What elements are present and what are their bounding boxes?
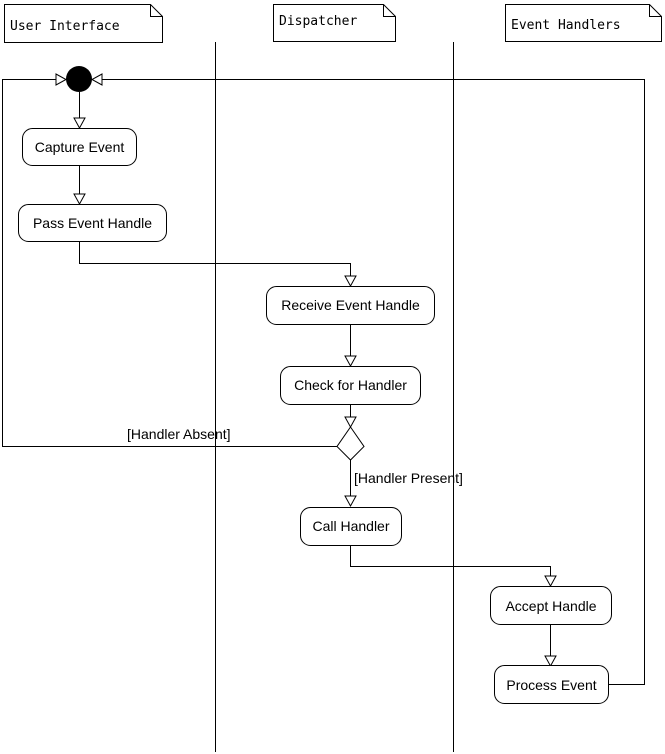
activity-capture-event-label: Capture Event (35, 139, 125, 155)
activity-accept-handle: Accept Handle (490, 586, 612, 625)
decision-node (336, 426, 365, 461)
edge-handler-absent-loop (2, 79, 337, 447)
edge-process-to-start-loop (102, 79, 645, 685)
activity-call-handler-label: Call Handler (312, 518, 389, 534)
activity-receive-event-handle: Receive Event Handle (266, 286, 435, 325)
edge-capture-to-pass-arrowhead (73, 193, 86, 206)
activity-pass-event-handle: Pass Event Handle (18, 204, 167, 242)
guard-handler-absent: [Handler Absent] (127, 426, 231, 442)
edge-accept-to-process-arrowhead (544, 655, 557, 668)
activity-check-for-handler-label: Check for Handler (294, 377, 407, 393)
edge-start-to-capture-arrowhead (73, 117, 86, 130)
lane-header-event-handlers: Event Handlers (505, 4, 662, 42)
lane-header-user-interface: User Interface (4, 4, 163, 43)
lane-header-dispatcher: Dispatcher (273, 4, 396, 42)
edge-handler-absent-arrowhead (55, 73, 68, 86)
edge-decision-to-call-arrowhead (344, 495, 357, 508)
edge-pass-to-receive-arrowhead (344, 275, 357, 288)
initial-node (66, 66, 92, 92)
activity-accept-handle-label: Accept Handle (505, 598, 596, 614)
activity-call-handler: Call Handler (300, 507, 402, 546)
activity-pass-event-handle-label: Pass Event Handle (33, 215, 152, 231)
lane-title-event-handlers: Event Handlers (511, 18, 621, 33)
activity-process-event-label: Process Event (506, 677, 596, 693)
edge-pass-to-receive (79, 242, 351, 276)
edge-call-to-accept-arrowhead (544, 575, 557, 588)
edge-check-to-decision-arrowhead (344, 416, 357, 429)
edge-call-to-accept (350, 546, 551, 576)
guard-handler-present: [Handler Present] (354, 470, 463, 486)
edge-receive-to-check-arrowhead (344, 355, 357, 368)
activity-check-for-handler: Check for Handler (280, 366, 421, 405)
lane-title-user-interface: User Interface (10, 19, 120, 34)
activity-receive-event-handle-label: Receive Event Handle (281, 297, 420, 313)
activity-process-event: Process Event (494, 665, 609, 704)
edge-process-to-start-arrowhead (90, 73, 103, 86)
lane-title-dispatcher: Dispatcher (279, 14, 357, 29)
activity-capture-event: Capture Event (22, 128, 137, 166)
